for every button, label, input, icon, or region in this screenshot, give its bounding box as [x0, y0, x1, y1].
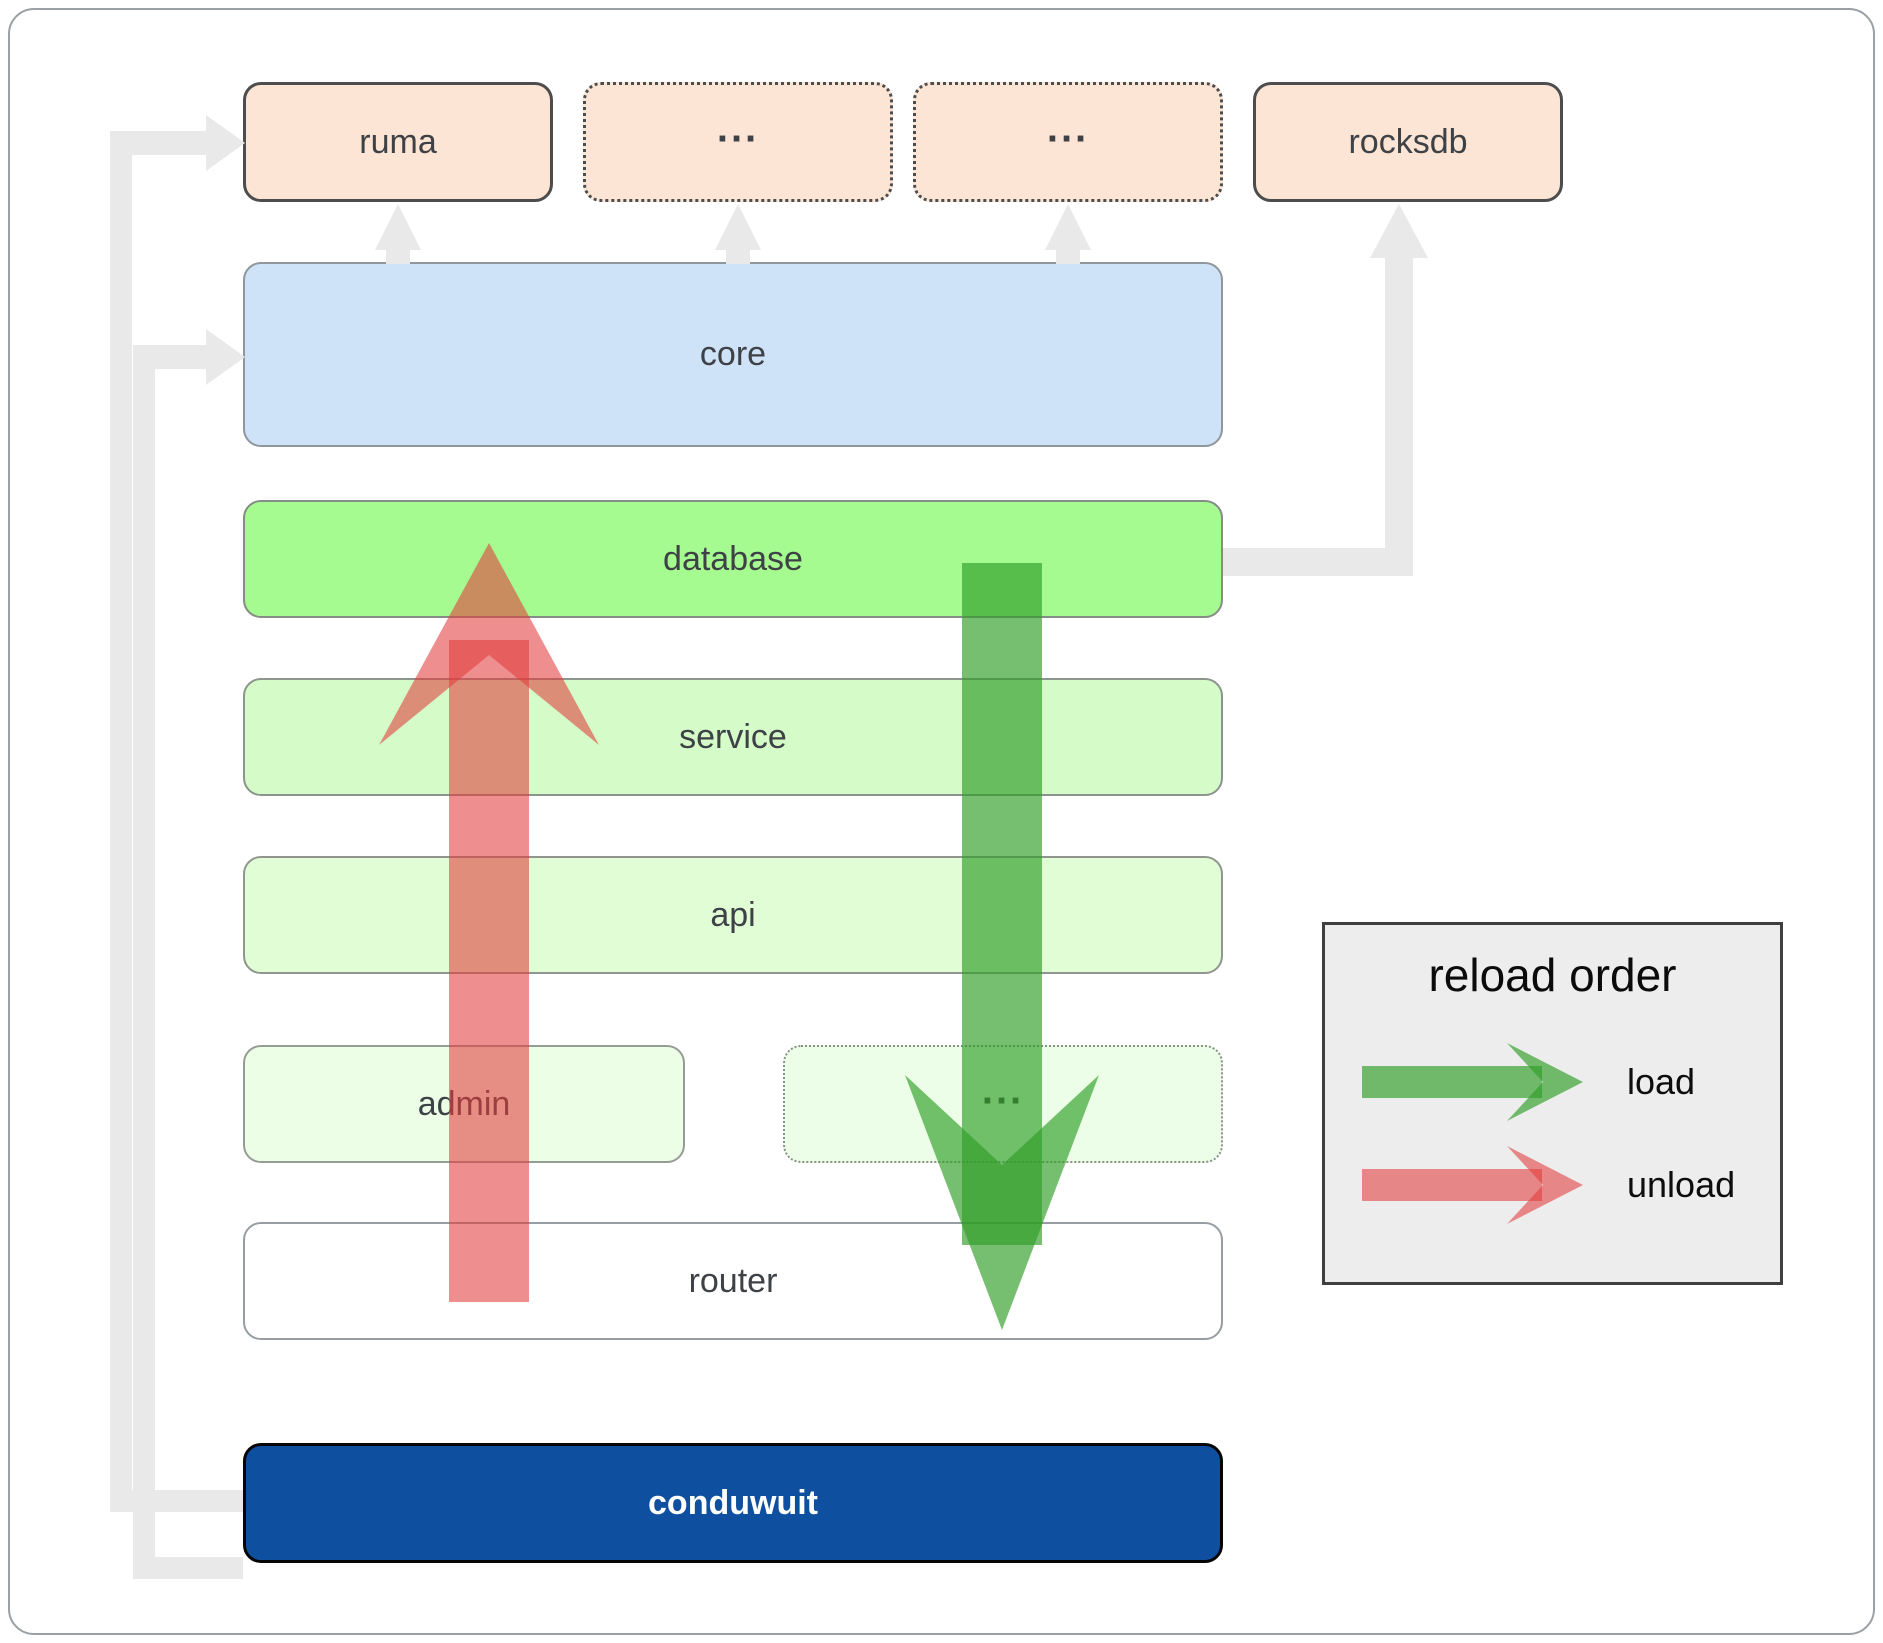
box-core: core: [243, 262, 1223, 447]
box-router-label: router: [688, 1261, 778, 1300]
diagram-outer-frame: [8, 8, 1875, 1635]
box-dependency-more-2: ...: [913, 82, 1223, 202]
box-ruma-label: ruma: [359, 122, 437, 161]
box-api-label: api: [710, 895, 756, 934]
box-rocksdb: rocksdb: [1253, 82, 1563, 202]
box-conduwuit: conduwuit: [243, 1443, 1223, 1563]
legend-title: reload order: [1428, 949, 1677, 1001]
box-admin-more-label: ...: [981, 1068, 1025, 1112]
box-database-label: database: [663, 539, 803, 578]
legend-load-label: load: [1627, 1061, 1696, 1102]
legend-unload-label: unload: [1627, 1164, 1736, 1205]
box-dependency-more-2-label: ...: [1046, 106, 1090, 150]
box-dependency-more-1: ...: [583, 82, 893, 202]
box-admin-label: admin: [417, 1084, 511, 1123]
box-service: service: [243, 678, 1223, 796]
box-api: api: [243, 856, 1223, 974]
box-admin: admin: [243, 1045, 685, 1163]
box-rocksdb-label: rocksdb: [1348, 122, 1468, 161]
box-ruma: ruma: [243, 82, 553, 202]
box-service-label: service: [679, 717, 787, 756]
box-router: router: [243, 1222, 1223, 1340]
box-admin-more: ...: [783, 1045, 1223, 1163]
box-core-label: core: [699, 335, 767, 373]
box-conduwuit-label: conduwuit: [648, 1483, 818, 1522]
box-database: database: [243, 500, 1223, 618]
box-dependency-more-1-label: ...: [716, 106, 760, 150]
